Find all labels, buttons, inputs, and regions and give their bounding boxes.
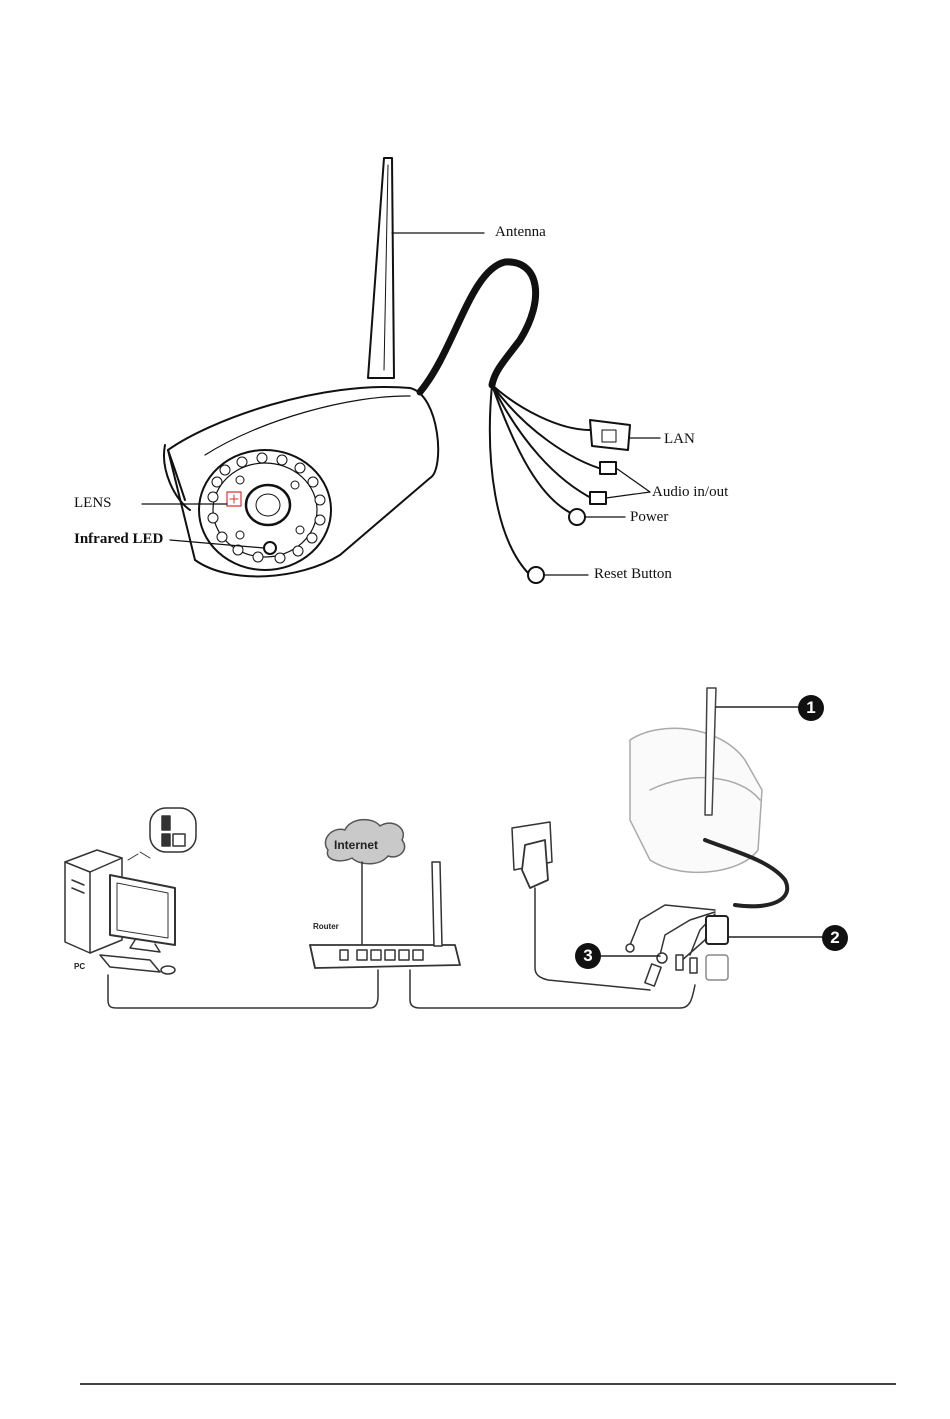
footer-rule xyxy=(80,1383,896,1385)
marker-1-badge: 1 xyxy=(798,695,824,721)
marker-2-badge: 2 xyxy=(822,925,848,951)
internet-label: Internet xyxy=(334,838,378,852)
pc-label: PC xyxy=(74,962,85,971)
router-label: Router xyxy=(313,922,339,931)
camera-lan-connector-icon xyxy=(706,916,728,944)
marker-3-badge: 3 xyxy=(575,943,601,969)
